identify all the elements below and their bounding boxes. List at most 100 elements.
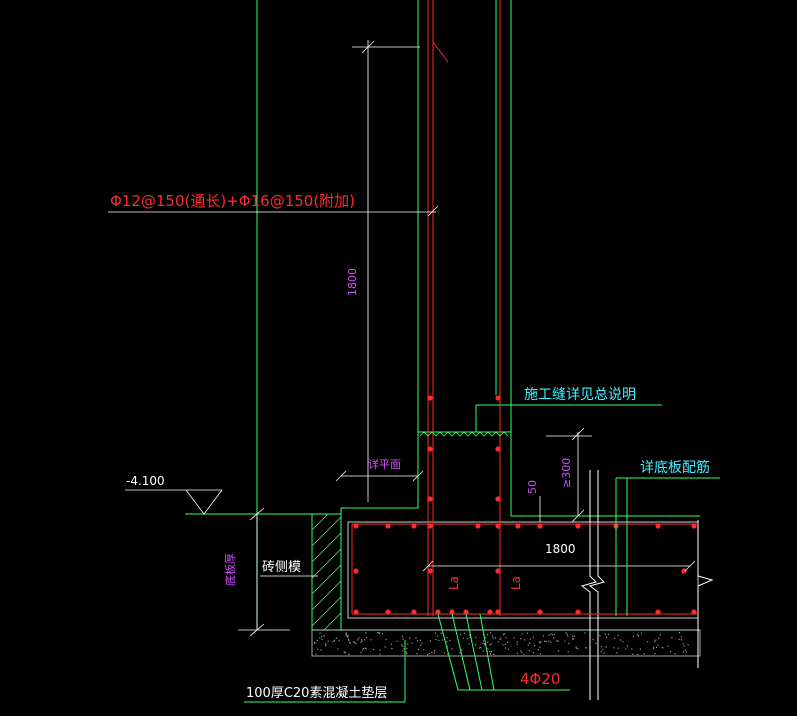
cushion-speckle xyxy=(385,638,387,640)
cushion-speckle xyxy=(532,652,535,654)
cushion-speckle xyxy=(482,650,484,652)
cushion-speckle xyxy=(402,645,404,647)
cushion-speckle xyxy=(345,632,347,634)
cushion-speckle xyxy=(490,632,492,634)
cushion-speckle xyxy=(468,634,471,636)
cushion-speckle xyxy=(506,641,509,643)
rebar-dot xyxy=(495,609,501,615)
cushion-speckle xyxy=(443,652,445,654)
cushion-speckle xyxy=(683,651,685,653)
cushion-speckle xyxy=(484,643,486,645)
cushion-speckle xyxy=(540,641,542,643)
cushion-speckle xyxy=(572,635,574,637)
cushion-speckle xyxy=(460,634,462,636)
cushion-speckle xyxy=(323,635,325,637)
cushion-speckle xyxy=(316,639,318,642)
cushion-speckle xyxy=(516,641,518,643)
rebar-lines xyxy=(351,0,698,616)
cushion-speckle xyxy=(653,646,655,648)
cushion-speckle xyxy=(433,652,435,654)
cushion-speckle xyxy=(682,643,684,645)
cushion-speckle xyxy=(632,653,634,655)
cushion-speckle xyxy=(521,633,523,635)
rebar-dot xyxy=(681,568,687,574)
rebar-dot xyxy=(353,609,359,615)
cushion-speckle xyxy=(493,653,495,655)
construction-joint-label: 施工缝详见总说明 xyxy=(524,387,636,403)
cushion-speckle xyxy=(459,652,461,654)
cushion-speckle xyxy=(577,648,579,650)
rebar-dot xyxy=(427,395,433,401)
cushion-speckle xyxy=(365,647,367,650)
rebar-dot xyxy=(427,446,433,452)
cushion-speckle xyxy=(606,636,608,638)
cushion-speckle xyxy=(637,653,639,656)
cushion-speckle xyxy=(507,648,510,650)
cushion-speckle xyxy=(678,632,680,634)
cushion-speckle xyxy=(364,647,366,649)
cushion-speckle xyxy=(614,637,616,639)
cushion-speckle xyxy=(343,651,345,653)
cushion-speckle xyxy=(365,632,367,634)
rebar-dot xyxy=(575,609,581,615)
rebar-dot xyxy=(385,609,391,615)
cushion-speckle xyxy=(345,635,347,637)
cushion-speckle xyxy=(358,637,360,639)
rebar-spec-label: Φ12@150(通长)+Φ16@150(附加) xyxy=(110,192,355,210)
cushion-speckle xyxy=(599,634,601,637)
cushion-speckle xyxy=(423,649,425,651)
cushion-speckle xyxy=(491,635,493,637)
rebar-dot xyxy=(427,568,433,574)
cushion-speckle xyxy=(482,642,484,645)
cushion-speckle xyxy=(684,649,687,651)
cushion-speckle xyxy=(431,652,433,654)
cushion-speckle xyxy=(548,640,550,642)
cushion-speckle xyxy=(406,647,408,650)
rebar-dot xyxy=(475,523,481,529)
concrete-outline xyxy=(185,0,700,631)
cushion-speckle xyxy=(438,639,440,642)
cushion-speckle xyxy=(505,637,507,639)
cushion-speckle xyxy=(520,638,522,640)
slab-inner-frame xyxy=(347,521,699,619)
cushion-speckle xyxy=(669,650,672,653)
cushion-speckle xyxy=(655,639,657,641)
cushion-speckle xyxy=(384,646,386,648)
cushion-speckle xyxy=(409,637,411,639)
cushion-speckle xyxy=(504,643,506,645)
cushion-speckle xyxy=(617,635,619,637)
cushion-speckle xyxy=(319,637,321,639)
cushion-speckle xyxy=(626,645,628,647)
cushion-speckle xyxy=(446,641,448,643)
cushion-speckle xyxy=(347,635,349,637)
cushion-label: 100厚C20素混凝土垫层 xyxy=(246,685,387,701)
cushion-speckle xyxy=(537,649,539,651)
leader-lines xyxy=(244,404,720,703)
cushion-speckle xyxy=(661,647,664,649)
cushion-speckle xyxy=(468,643,470,645)
cushion-speckle xyxy=(572,638,574,640)
cushion-speckle xyxy=(361,640,363,642)
cushion-speckle xyxy=(447,653,449,655)
cushion-speckle xyxy=(502,644,504,646)
cushion-speckle xyxy=(636,634,639,636)
cushion-speckle xyxy=(639,648,641,650)
cushion-speckle xyxy=(315,653,317,655)
cushion-speckle xyxy=(532,636,534,638)
rebar-dot xyxy=(495,446,501,452)
cushion-speckle xyxy=(401,635,404,638)
cushion-speckle xyxy=(377,632,379,634)
dim-50-label: 50 xyxy=(526,480,539,494)
cushion-speckle xyxy=(513,637,515,639)
cushion-speckle xyxy=(539,646,541,648)
cushion-speckle xyxy=(338,639,340,641)
rebar-dot xyxy=(449,609,455,615)
cushion-speckle xyxy=(492,637,494,639)
cushion-speckle xyxy=(608,633,610,635)
cushion-speckle xyxy=(674,653,676,655)
wall-width-label: 详平面 xyxy=(368,457,401,471)
slab-reinforcement-label: 详底板配筋 xyxy=(640,459,710,476)
cushion-speckle xyxy=(321,636,323,638)
rebar-dot xyxy=(427,523,433,529)
